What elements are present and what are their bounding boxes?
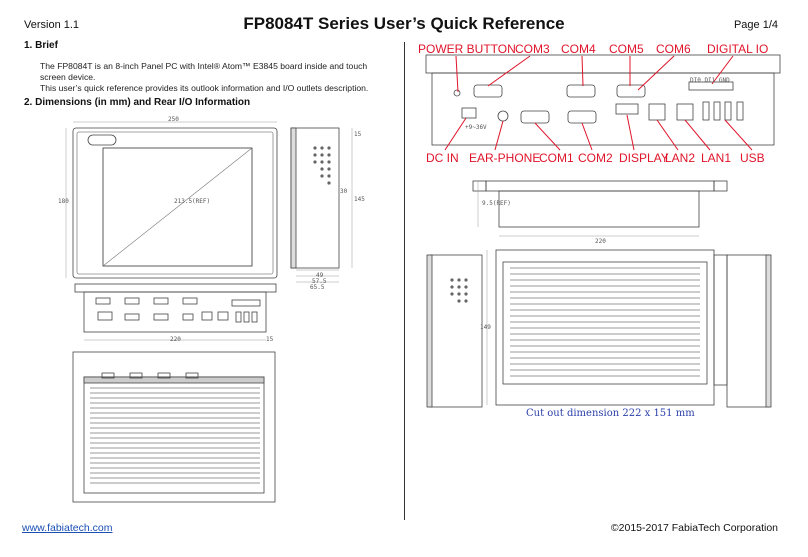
label-com4: COM4 xyxy=(561,42,596,56)
dim-depth-3: 65.5 xyxy=(310,284,325,291)
dim-io-width: 220 xyxy=(170,336,181,343)
label-com1: COM1 xyxy=(539,151,574,165)
io-strip-drawing xyxy=(74,283,277,341)
label-usb: USB xyxy=(740,151,765,165)
dim-front-width: 250 xyxy=(168,116,179,123)
dio-markings: DI0 DI1 GND xyxy=(690,77,730,84)
dimensions-heading: 2. Dimensions (in mm) and Rear I/O Infor… xyxy=(24,97,251,108)
dim-depth-1: 49 xyxy=(316,272,324,279)
cutout-dimension: Cut out dimension 222 x 151 mm xyxy=(526,408,695,419)
dim-front-height: 180 xyxy=(58,198,69,205)
label-com5: COM5 xyxy=(609,42,644,56)
brief-heading: 1. Brief xyxy=(24,40,58,51)
rear-view-right-drawing xyxy=(426,249,772,408)
side-view-drawing xyxy=(290,127,353,283)
dim-depth-2: 57.5 xyxy=(312,278,327,285)
label-com3: COM3 xyxy=(515,42,550,56)
dim-diagonal: 213.5(REF) xyxy=(174,198,211,205)
label-lan2: LAN2 xyxy=(665,151,696,165)
brief-line-2: This user’s quick reference provides its… xyxy=(40,83,369,93)
label-lan1: LAN1 xyxy=(701,151,732,165)
website-link[interactable]: www.fabiatech.com xyxy=(22,522,113,534)
label-com6: COM6 xyxy=(656,42,691,56)
column-divider xyxy=(404,42,405,520)
dim-io-extra: 15 xyxy=(266,336,274,343)
rear-io-panel-drawing xyxy=(425,54,781,146)
dim-side-height: 145 xyxy=(354,196,365,203)
label-power-button: POWER BUTTON xyxy=(418,42,516,56)
dim-top-depth: 9.5(REF) xyxy=(482,200,511,207)
label-ear-phone: EAR-PHONE xyxy=(469,151,541,165)
dim-top-width: 220 xyxy=(595,238,606,245)
copyright-text: ©2015-2017 FabiaTech Corporation xyxy=(610,522,778,534)
dc-voltage-label: +9~36V xyxy=(465,124,487,131)
brief-paragraph: The FP8084T is an 8-inch Panel PC with I… xyxy=(40,61,390,94)
version-label: Version 1.1 xyxy=(24,19,80,31)
label-digital-io: DIGITAL IO xyxy=(707,42,769,56)
front-view-drawing xyxy=(65,121,278,279)
label-dc-in: DC IN xyxy=(426,151,459,165)
brief-line-1: The FP8084T is an 8-inch Panel PC with I… xyxy=(40,61,368,82)
top-profile-drawing xyxy=(472,180,728,237)
dim-rear-height: 149 xyxy=(480,324,491,331)
dim-side-inner: 30 xyxy=(340,188,348,195)
label-com2: COM2 xyxy=(578,151,613,165)
page-number: Page 1/4 xyxy=(733,19,778,31)
page-title: FP8084T Series User’s Quick Reference xyxy=(243,14,565,33)
callout-lines xyxy=(444,55,753,151)
dim-side-top: 15 xyxy=(354,131,362,138)
rear-view-left-drawing xyxy=(72,351,276,503)
label-display: DISPLAY xyxy=(619,151,669,165)
